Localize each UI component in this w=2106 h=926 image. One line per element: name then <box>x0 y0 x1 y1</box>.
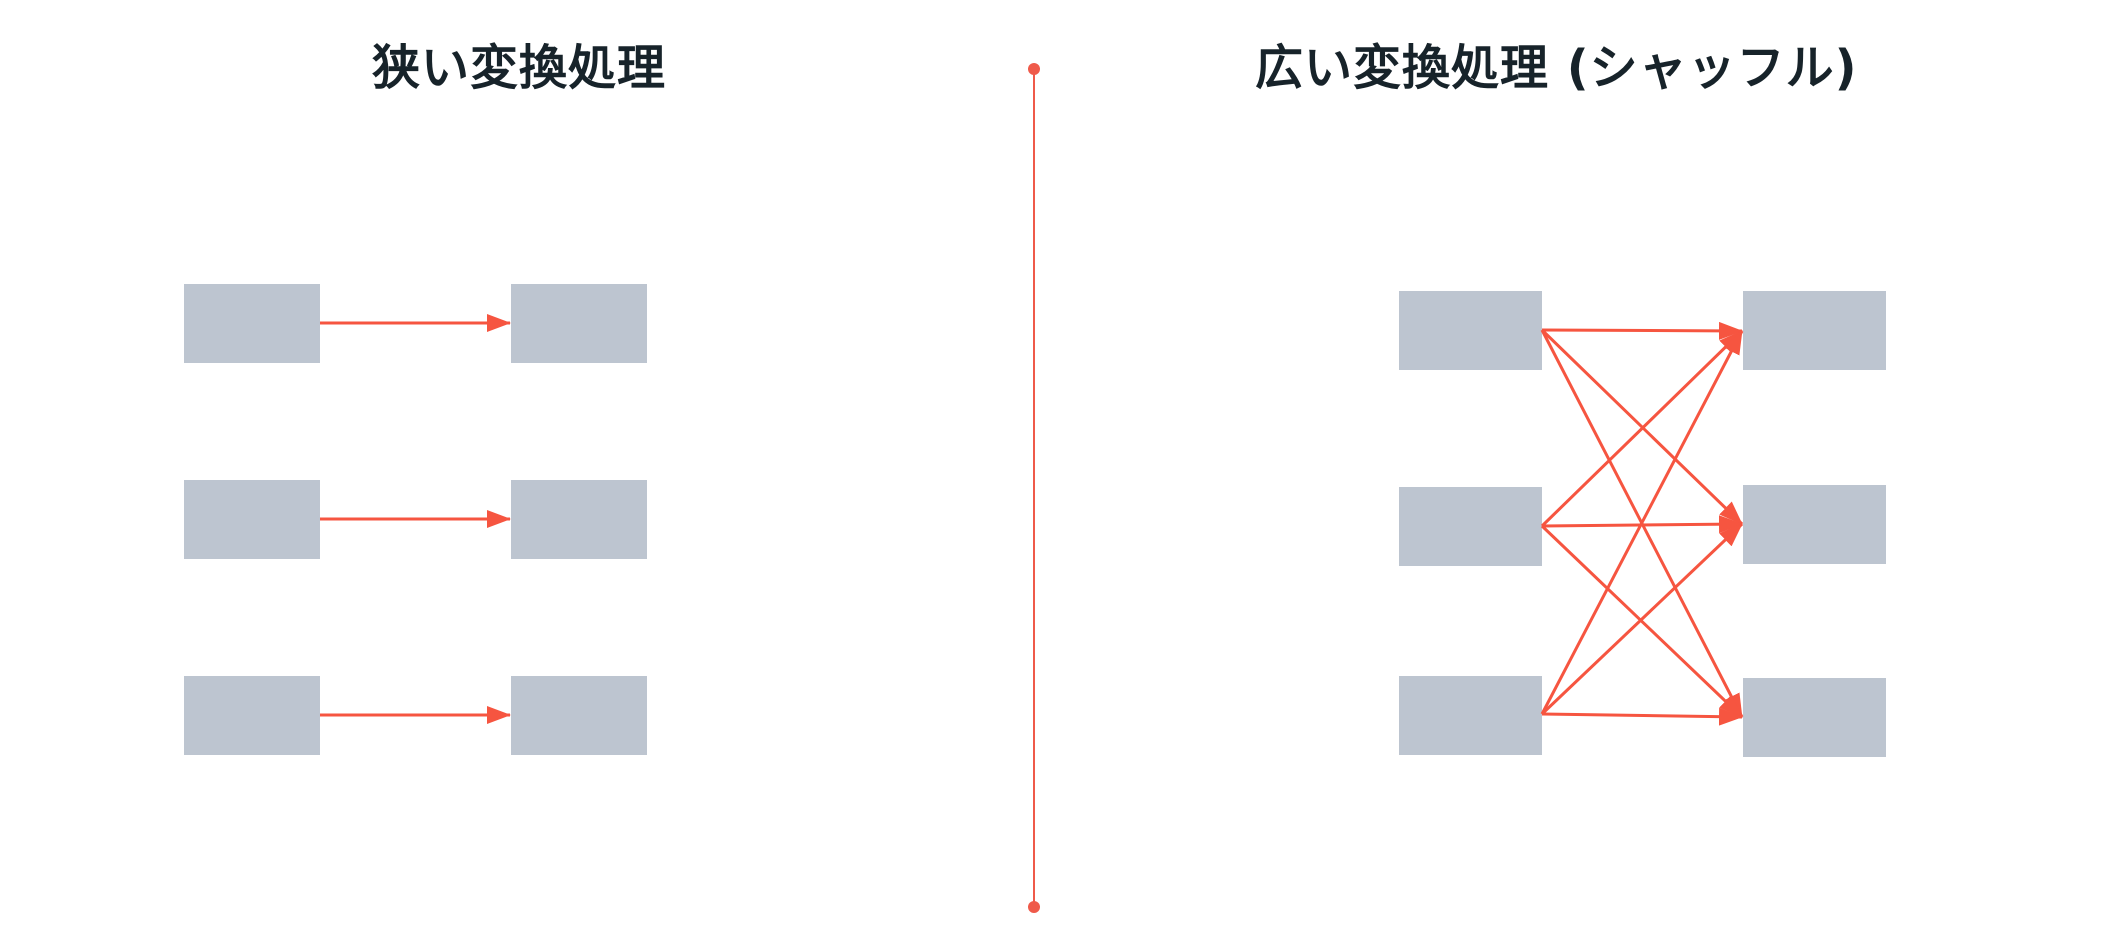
target-partition-box <box>511 284 647 363</box>
source-partition-box <box>184 480 320 559</box>
narrow-transformation-title: 狭い変換処理 <box>371 40 666 96</box>
divider-endpoint-dot <box>1028 63 1040 75</box>
source-partition-box <box>1399 487 1542 566</box>
panel-divider <box>1028 63 1040 913</box>
target-partition-box <box>511 676 647 755</box>
shuffle-edge <box>1541 707 1743 726</box>
shuffle-edge <box>1540 522 1744 716</box>
target-partition-box <box>511 480 647 559</box>
source-partition-box <box>184 676 320 755</box>
shuffle-edge <box>1540 329 1744 528</box>
shuffle-edge <box>1540 330 1744 715</box>
target-partition-box <box>1743 291 1886 370</box>
target-partition-box <box>1743 678 1886 757</box>
narrow-panel <box>184 284 647 755</box>
source-partition-box <box>1399 676 1542 755</box>
divider-endpoint-dot <box>1028 901 1040 913</box>
source-partition-box <box>1399 291 1542 370</box>
target-partition-box <box>1743 485 1886 564</box>
shuffle-edge <box>1540 524 1744 719</box>
wide-panel <box>1399 291 1886 757</box>
shuffle-edge <box>1541 321 1743 340</box>
source-partition-box <box>184 284 320 363</box>
